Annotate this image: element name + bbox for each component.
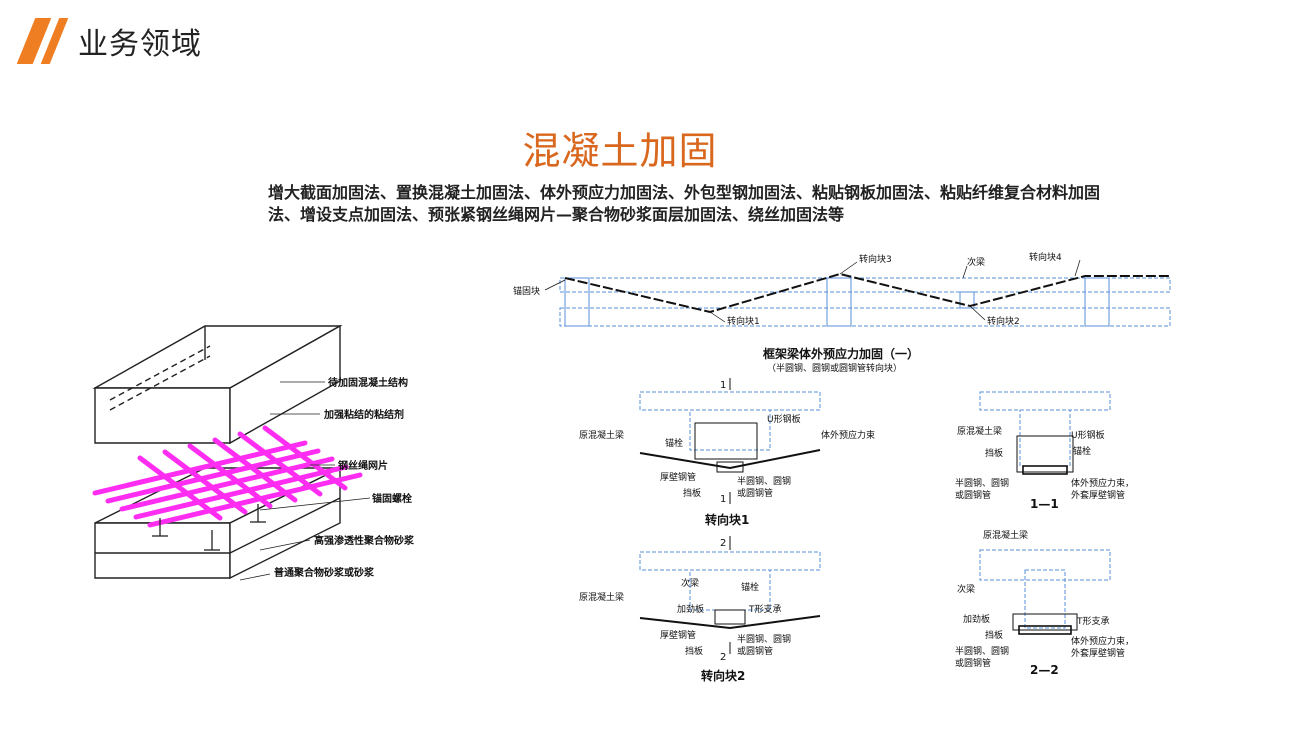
caption-frame-beam: 框架梁体外预应力加固（一） — [763, 346, 919, 361]
caption-block-2: 转向块2 — [701, 668, 745, 683]
page-title: 业务领域 — [78, 27, 202, 62]
d22-round-b: 或圆钢管 — [955, 657, 991, 669]
caption-section-2-2: 2—2 — [1030, 663, 1059, 677]
detail-block-2 — [639, 536, 821, 654]
caption-section-1-1: 1—1 — [1030, 497, 1059, 511]
d11-orig-beam: 原混凝土梁 — [957, 425, 1002, 437]
label-block-2: 转向块2 — [987, 315, 1020, 327]
section-title: 混凝土加固 — [522, 129, 718, 173]
detail-block-1 — [639, 378, 821, 504]
label-anchor-bolt: 锚固螺栓 — [372, 492, 412, 505]
label-anchor-block: 锚固块 — [513, 285, 540, 297]
section-mark-1-bottom: 1 — [720, 494, 726, 505]
d22-secondary-beam: 次梁 — [957, 583, 975, 595]
prestress-tendon — [564, 272, 1170, 314]
external-prestress-diagram: 锚固块 转向块1 转向块3 次梁 转向块2 转向块4 框架梁体外预应力加固（一）… — [513, 251, 1171, 683]
d22-baffle: 挡板 — [985, 629, 1003, 641]
d1-orig-beam: 原混凝土梁 — [579, 429, 624, 441]
wire-rope-mesh — [92, 425, 363, 528]
d22-tendon-a: 体外预应力束， — [1071, 635, 1134, 647]
d2-orig-beam: 原混凝土梁 — [579, 591, 624, 603]
label-secondary-beam: 次梁 — [967, 256, 985, 268]
d11-baffle: 挡板 — [985, 447, 1003, 459]
label-block-1: 转向块1 — [727, 315, 760, 327]
anchor-bolts — [152, 504, 266, 551]
d1-baffle: 挡板 — [683, 487, 701, 499]
subcaption-frame-beam: （半圆钢、圆钢或圆钢管转向块） — [767, 362, 902, 374]
d2-thick-pipe: 厚壁钢管 — [660, 629, 696, 641]
d2-round-b: 或圆钢管 — [737, 645, 773, 657]
caption-block-1: 转向块1 — [705, 512, 749, 527]
d1-round-b: 或圆钢管 — [737, 487, 773, 499]
d22-stiffener: 加劲板 — [963, 613, 990, 625]
d2-secondary-beam: 次梁 — [681, 577, 699, 589]
detail-section-1-1 — [979, 391, 1111, 475]
section-mark-2-bottom: 2 — [720, 652, 726, 663]
d1-anchor-bolt: 锚栓 — [665, 437, 683, 449]
label-block-3: 转向块3 — [859, 253, 892, 265]
label-block-4: 转向块4 — [1029, 251, 1062, 263]
d22-t-support: T形支承 — [1076, 615, 1110, 627]
d2-anchor-bolt: 锚栓 — [741, 581, 759, 593]
d1-u-plate: U形钢板 — [767, 413, 801, 425]
label-high-strength-mortar: 高强渗透性聚合物砂浆 — [314, 534, 415, 547]
section-mark-2-top: 2 — [720, 538, 726, 549]
mesh-reinforcement-diagram: 待加固混凝土结构 加强粘结的粘结剂 钢丝绳网片 锚固螺栓 高强渗透性聚合物砂浆 … — [92, 324, 415, 581]
brand-logo-icon — [16, 18, 70, 64]
d11-tendon-a: 体外预应力束， — [1071, 477, 1134, 489]
d1-tendon: 体外预应力束 — [821, 429, 875, 441]
d22-orig-beam: 原混凝土梁 — [983, 529, 1028, 541]
d2-round-a: 半圆钢、圆钢 — [737, 633, 791, 645]
label-bonding-adhesive: 加强粘结的粘结剂 — [323, 408, 404, 421]
section-mark-1-top: 1 — [720, 380, 726, 391]
d11-round-a: 半圆钢、圆钢 — [955, 477, 1009, 489]
d2-t-support: T形支承 — [748, 603, 782, 615]
d11-u-plate: U形钢板 — [1071, 429, 1105, 441]
label-existing-structure: 待加固混凝土结构 — [328, 376, 408, 389]
section-description: 增大截面加固法、置换混凝土加固法、体外预应力加固法、外包型钢加固法、粘贴钢板加固… — [268, 183, 1101, 224]
concrete-structure-layer — [92, 324, 343, 445]
d11-anchor-bolt: 锚栓 — [1073, 445, 1091, 457]
d1-thick-pipe: 厚壁钢管 — [660, 471, 696, 483]
page-header: 业务领域 — [16, 18, 202, 64]
label-normal-mortar: 普通聚合物砂浆或砂浆 — [274, 566, 375, 579]
d11-round-b: 或圆钢管 — [955, 489, 991, 501]
detail-section-2-2 — [979, 549, 1111, 635]
label-wire-mesh: 钢丝绳网片 — [338, 459, 388, 472]
d2-stiffener: 加劲板 — [677, 603, 704, 615]
d2-baffle: 挡板 — [685, 645, 703, 657]
frame-beam-elevation — [559, 277, 1171, 327]
d22-round-a: 半圆钢、圆钢 — [955, 645, 1009, 657]
leader-lines — [239, 381, 371, 581]
d1-round-a: 半圆钢、圆钢 — [737, 475, 791, 487]
d11-tendon-b: 外套厚壁钢管 — [1071, 489, 1125, 501]
d22-tendon-b: 外套厚壁钢管 — [1071, 647, 1125, 659]
